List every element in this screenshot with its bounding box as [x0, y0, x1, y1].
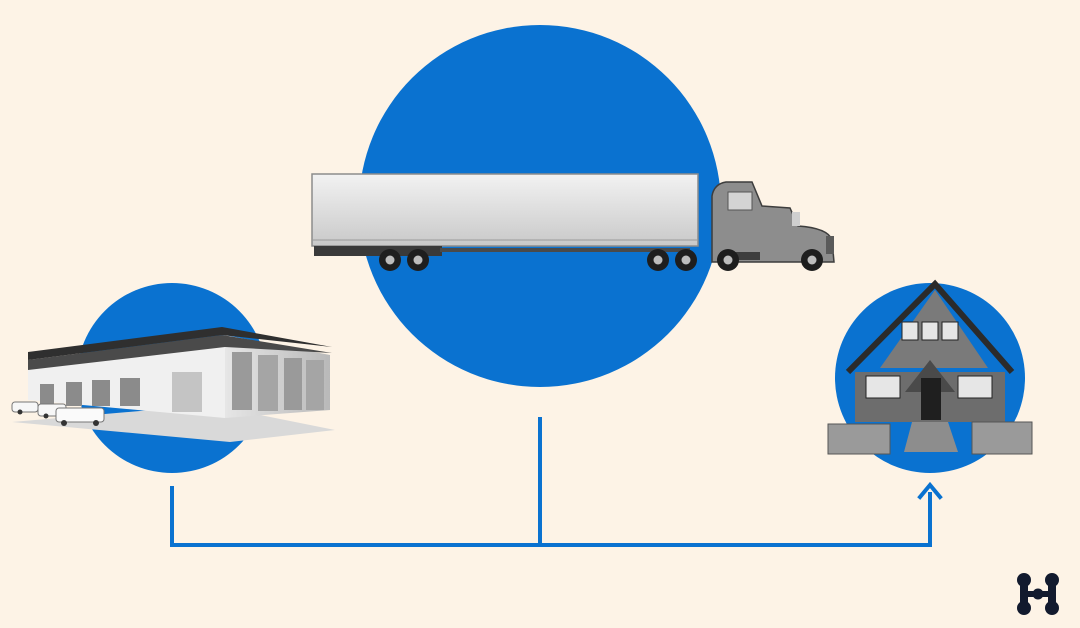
semi-truck-icon: [311, 173, 835, 271]
flow-connector: [170, 417, 932, 547]
arrow-head-icon: [917, 481, 943, 500]
brand-logo-icon: [1017, 573, 1059, 615]
connector-main-line: [170, 486, 932, 547]
warehouse-icon: [11, 327, 335, 442]
house-icon: [827, 279, 1033, 455]
